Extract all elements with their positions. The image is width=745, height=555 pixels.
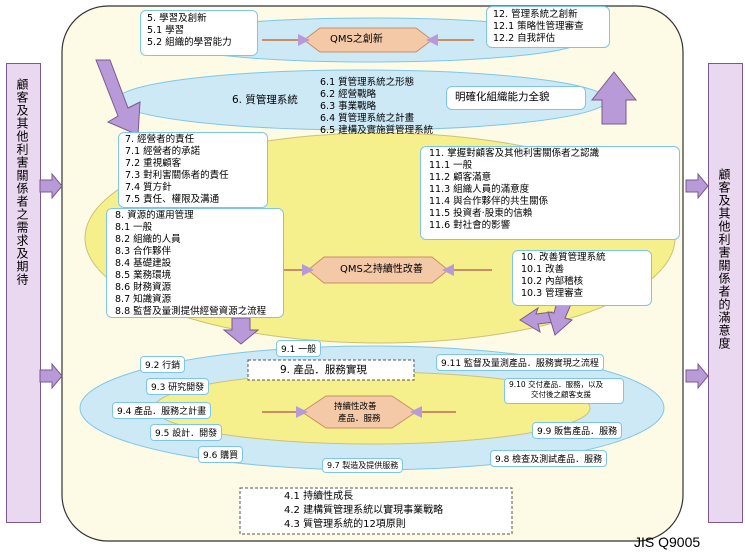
box-management-innovation: 12. 管理系統之創新 12.1 策略性管理審查 12.2 自我評估 <box>486 6 610 48</box>
item-9-4: 9.4 產品．服務之計畫 <box>112 402 212 419</box>
left-panel: 顧客及其他利害關係者之需求及期待 <box>6 63 41 523</box>
box7-line: 7.2 重視顧客 <box>125 158 182 169</box>
box4-line: 4.3 質管理系統的12項原則 <box>284 519 406 530</box>
right-panel: 顧客及其他利害關係者的滿意度 <box>708 63 743 523</box>
section6-item: 6.2 經營戰略 <box>320 89 377 100</box>
box11-line: 11.5 投資者‧股東的信賴 <box>429 208 533 219</box>
box11-line: 11.1 一般 <box>429 160 473 171</box>
box8-line: 8.3 合作夥伴 <box>115 246 172 257</box>
box11-line: 11. 掌握對顧客及其他利害關係者之認識 <box>429 148 600 159</box>
item-9-10-line: 9.10 交付產品．服務，以及 <box>509 380 604 389</box>
item-9-5: 9.5 設計．開發 <box>150 424 223 441</box>
box10-line: 10. 改善質管理系統 <box>521 252 606 263</box>
box7-line: 7. 經營者的責任 <box>125 134 195 145</box>
box7-line: 7.3 對利害關係者的責任 <box>125 170 229 181</box>
box5-line: 5. 學習及創新 <box>147 13 207 24</box>
box10-line: 10.2 內部稽核 <box>521 276 584 287</box>
section6-item: 6.3 事業戰略 <box>320 101 377 112</box>
box-sustained-growth: 4.1 持續性成長 4.2 建構質管理系統以實現事業戰略 4.3 質管理系統的1… <box>284 490 443 532</box>
item-9-10: 9.10 交付產品．服務，以及 交付後之顧客支援 <box>504 378 624 404</box>
box-stakeholder-understanding: 11. 掌握對顧客及其他利害關係者之認識 11.1 一般 11.2 顧客滿意 1… <box>420 146 680 240</box>
clarify-text: 明確化組織能力全貌 <box>455 91 550 103</box>
box-management-responsibility: 7. 經營者的責任 7.1 經營者的承諾 7.2 重視顧客 7.3 對利害關係者… <box>118 132 268 208</box>
item-9-3: 9.3 研究開發 <box>146 378 210 395</box>
section6-item: 6.4 質管理系統之計畫 <box>320 113 415 124</box>
box12-line: 12.1 策略性管理審查 <box>493 21 584 32</box>
hex-qms-improvement: QMS之持續性改善 <box>340 264 423 275</box>
left-panel-text: 顧客及其他利害關係者之需求及期待 <box>15 78 29 286</box>
box11-line: 11.2 顧客滿意 <box>429 172 492 183</box>
hex-product-improvement-2: 產品．服務 <box>338 414 381 424</box>
box4-line: 4.2 建構質管理系統以實現事業戰略 <box>284 505 444 516</box>
box8-line: 8.6 財務資源 <box>115 282 172 293</box>
item-9-7: 9.7 製造及提供服務 <box>322 458 404 473</box>
box8-line: 8.7 知識資源 <box>115 294 172 305</box>
box5-line: 5.2 組織的學習能力 <box>147 37 232 48</box>
box-improvement: 10. 改善質管理系統 10.1 改善 10.2 內部稽核 10.3 管理審查 <box>512 250 652 306</box>
right-panel-text: 顧客及其他利害關係者的滿意度 <box>717 168 731 350</box>
box7-line: 7.4 質方針 <box>125 182 172 193</box>
hex-qms-innovation: QMS之創新 <box>330 34 383 45</box>
box10-line: 10.3 管理審查 <box>521 288 584 299</box>
box8-line: 8. 資源的運用管理 <box>115 210 194 221</box>
hex-product-improvement-1: 持續性改善 <box>334 402 377 412</box>
box8-line: 8.4 基礎建設 <box>115 258 172 269</box>
box12-line: 12. 管理系統之創新 <box>493 9 578 20</box>
box12-line: 12.2 自我評估 <box>493 33 556 44</box>
section6-item: 6.1 質管理系統之形態 <box>320 77 415 88</box>
box8-line: 8.5 業務環境 <box>115 270 172 281</box>
box7-line: 7.5 責任、權限及溝通 <box>125 194 220 205</box>
item-9-8: 9.8 檢查及測試產品．服務 <box>490 450 608 467</box>
box11-line: 11.6 對社會的影響 <box>429 220 511 231</box>
section6-title: 6. 質管理系統 <box>232 94 298 106</box>
item-9-1: 9.1 一般 <box>276 340 322 357</box>
item-9-11: 9.11 監督及量測產品．服務實現之流程 <box>436 354 604 371</box>
box-resource-management: 8. 資源的運用管理 8.1 一般 8.2 組織的人員 8.3 合作夥伴 8.4… <box>106 208 284 318</box>
box8-line: 8.2 組織的人員 <box>115 234 181 245</box>
box-learning: 5. 學習及創新 5.1 學習 5.2 組織的學習能力 <box>140 10 258 56</box>
section6-item: 6.5 建構及實施質管理系統 <box>320 125 434 136</box>
box11-line: 11.3 組織人員的滿意度 <box>429 184 530 195</box>
box10-line: 10.1 改善 <box>521 264 565 275</box>
clarify-box: 明確化組織能力全貌 <box>446 86 586 110</box>
box8-line: 8.1 一般 <box>115 222 153 233</box>
item-9-9: 9.9 販售產品．服務 <box>532 422 623 439</box>
box5-line: 5.1 學習 <box>147 25 185 36</box>
item-9-2: 9.2 行銷 <box>140 356 186 373</box>
item-9-title: 9. 產品．服務實現 <box>280 364 367 376</box>
box11-line: 11.4 與合作夥伴的共生關係 <box>429 196 549 207</box>
box4-line: 4.1 持續性成長 <box>284 491 354 502</box>
item-9-6: 9.6 購買 <box>198 446 244 463</box>
box8-line: 8.8 監督及量測提供經營資源之流程 <box>115 306 267 317</box>
item-9-10-line: 交付後之顧客支援 <box>531 390 591 399</box>
footer-standard: JIS Q9005 <box>634 534 701 550</box>
section6-items: 6.1 質管理系統之形態 6.2 經營戰略 6.3 事業戰略 6.4 質管理系統… <box>320 77 433 137</box>
box7-line: 7.1 經營者的承諾 <box>125 146 201 157</box>
